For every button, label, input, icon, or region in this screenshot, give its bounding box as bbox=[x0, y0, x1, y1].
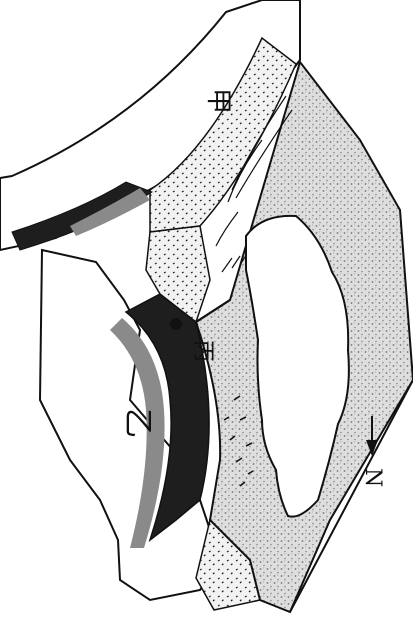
region-top-label: 甲 bbox=[203, 88, 233, 114]
north-label: N bbox=[360, 468, 385, 487]
region-bottom-label: 乙 bbox=[120, 408, 155, 438]
point-marker-icon bbox=[170, 318, 182, 330]
point-label: 丙 bbox=[190, 340, 215, 362]
